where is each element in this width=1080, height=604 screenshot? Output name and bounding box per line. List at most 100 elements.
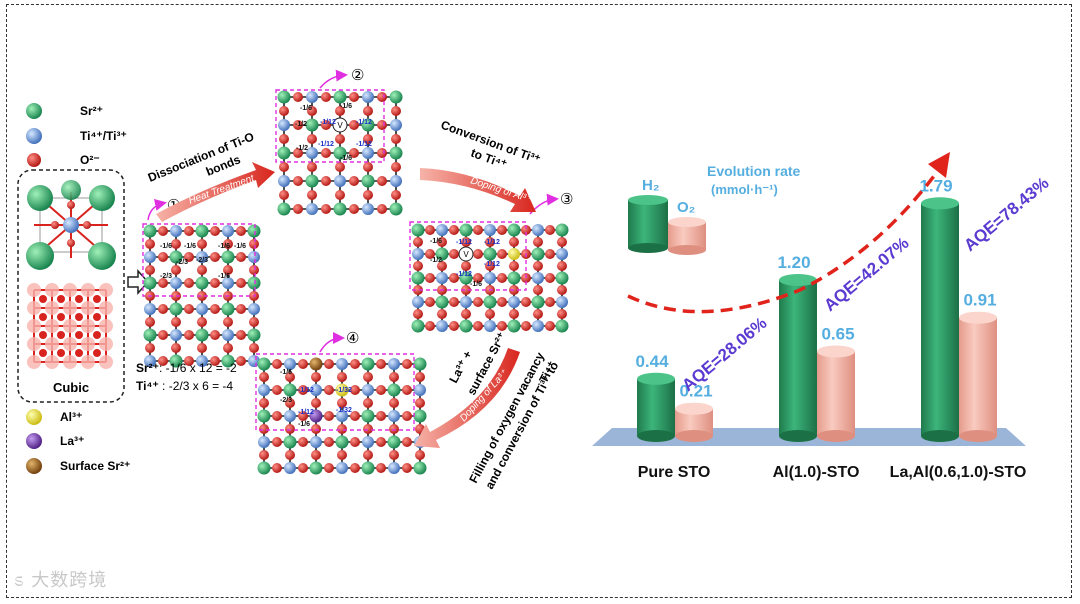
ti-atom (362, 203, 374, 215)
cubic-sr-atom (45, 283, 59, 297)
o2-bar-top (959, 312, 997, 324)
o-atom (449, 225, 459, 235)
o-atom (158, 304, 168, 314)
category-label: Pure STO (638, 464, 711, 481)
o-atom (533, 285, 543, 295)
charge-fraction: -1/6 (234, 243, 246, 250)
legend-la-swatch (26, 433, 42, 449)
sr-atom (248, 329, 261, 342)
h2-bar (779, 280, 817, 436)
sr-atom (222, 303, 235, 316)
chart-unit: (mmol·h⁻¹) (711, 182, 778, 197)
h2-bar (921, 203, 959, 436)
cubic-o-atom (39, 349, 47, 357)
category-label: La,Al(0.6,1.0)-STO (890, 464, 1027, 481)
o-atom (335, 134, 345, 144)
aqe-label: AQE=28.06% (678, 313, 770, 395)
sr-atom (362, 462, 375, 475)
o2-bar-top (675, 403, 713, 415)
cubic-sr-atom (63, 319, 77, 333)
charge-fraction: -1/2 (295, 121, 307, 128)
o-atom (197, 265, 207, 275)
o-atom (545, 273, 555, 283)
cubic-o-atom (93, 313, 101, 321)
sr-charge-line: Sr²⁺: -1/6 x 12 = -2 (136, 361, 237, 375)
charge-fraction: -2/3 (176, 259, 188, 266)
cubic-sr-atom (27, 337, 41, 351)
cubic-o-atom (93, 295, 101, 303)
ti-atom (258, 384, 270, 396)
o-atom (307, 190, 317, 200)
o-atom (449, 297, 459, 307)
o-atom (497, 297, 507, 307)
h2-bar-top (779, 274, 817, 286)
sr-atom (222, 251, 235, 264)
sr-atom (144, 329, 157, 342)
o-atom (184, 278, 194, 288)
charge-fraction: -1/2 (430, 257, 442, 264)
watermark-logo: ಽ 大数跨境 (14, 566, 107, 592)
h2-bar-base (779, 430, 817, 442)
sr-atom (258, 358, 271, 371)
charge-fraction: -1/6 (340, 103, 352, 110)
h2-bar-base (637, 430, 675, 442)
ti-atom (412, 296, 424, 308)
o-atom (497, 249, 507, 259)
o-atom (311, 398, 321, 408)
ti-atom (556, 296, 568, 308)
o-atom (298, 359, 308, 369)
o-atom (272, 463, 282, 473)
o-atom (184, 330, 194, 340)
cubic-sr-atom (27, 301, 41, 315)
charge-fraction: -1/12 (318, 141, 334, 148)
o-atom (259, 424, 269, 434)
o2-bar (817, 352, 855, 437)
cubic-sr-atom (99, 319, 113, 333)
cubic-sr-atom (45, 355, 59, 369)
evolution-rate-chart: Evolution rate (mmol·h⁻¹) H₂ O₂ 0.440.21… (592, 152, 1053, 481)
h2-bar-base (921, 430, 959, 442)
cubic-o-atom (57, 313, 65, 321)
o-atom (363, 424, 373, 434)
cubic-sr-atom (81, 301, 95, 315)
sr-atom (196, 225, 209, 238)
charge-fraction: -1/12 (456, 239, 472, 246)
charge-fraction: -1/6 (300, 105, 312, 112)
o-atom (279, 134, 289, 144)
o-atom (473, 297, 483, 307)
o-atom (376, 359, 386, 369)
o-atom (557, 285, 567, 295)
sr-atom (306, 175, 319, 188)
ti-atom (258, 436, 270, 448)
sr-atom (390, 203, 403, 216)
o2-bar-base (675, 430, 713, 442)
charge-fraction: -1/6 (280, 369, 292, 376)
cubic-sr-atom (45, 319, 59, 333)
o-atom (425, 273, 435, 283)
o-atom (437, 309, 447, 319)
o-atom (377, 204, 387, 214)
legend-surface-sr-label: Surface Sr²⁺ (60, 459, 130, 473)
cubic-2d-model (27, 283, 113, 369)
cubic-sr-atom (81, 283, 95, 297)
o2-bar-base (959, 430, 997, 442)
charge-fraction: -1/12 (298, 409, 314, 416)
ti-atom (144, 251, 156, 263)
sr-atom (258, 410, 271, 423)
sr-atom (258, 462, 271, 475)
o-atom (321, 176, 331, 186)
o-atom (210, 252, 220, 262)
sr-atom (284, 436, 297, 449)
o-atom (557, 237, 567, 247)
sr-atom (414, 462, 427, 475)
o-atom (391, 106, 401, 116)
ti-atom (388, 358, 400, 370)
charge-fraction: -1/6 (430, 238, 442, 245)
sr-atom (284, 384, 297, 397)
o-atom (533, 309, 543, 319)
o-atom (425, 321, 435, 331)
o-atom (545, 297, 555, 307)
o-atom (249, 265, 259, 275)
charge-fraction: -2/3 (160, 273, 172, 280)
o-atom (473, 225, 483, 235)
